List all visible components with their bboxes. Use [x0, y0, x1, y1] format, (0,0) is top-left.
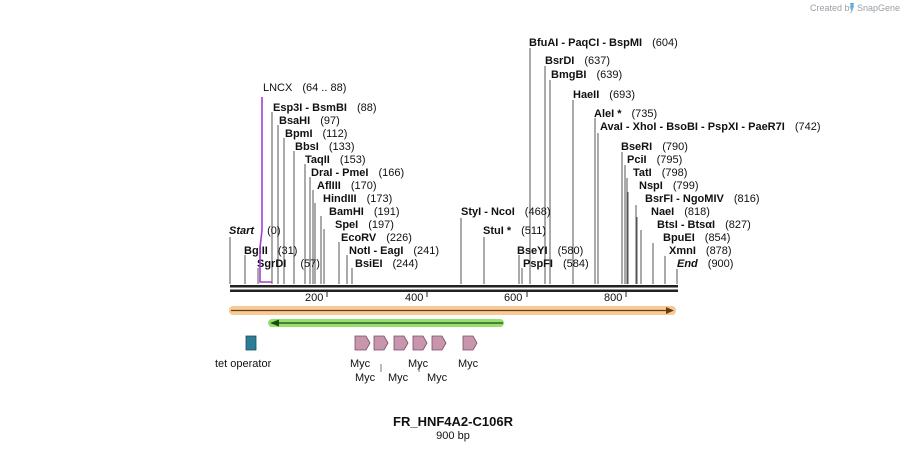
site-label[interactable]: AvaI - XhoI - BsoBI - PspXI - PaeR7I(742…: [600, 121, 821, 133]
site-label[interactable]: AflIII(170): [317, 180, 377, 192]
site-label[interactable]: HindIII(173): [323, 193, 392, 205]
site-label[interactable]: BmgBI(639): [551, 69, 622, 81]
primer-label: LNCX(64 .. 88): [263, 82, 346, 94]
end-label: End(900): [677, 258, 733, 270]
site-group-right: [529, 48, 678, 284]
myc-label: Myc: [427, 372, 448, 384]
site-label[interactable]: StuI *(511): [483, 225, 546, 237]
credit-prefix: Created by: [810, 3, 855, 13]
tet-operator-feature[interactable]: [245, 335, 257, 351]
site-label[interactable]: NspI(799): [639, 180, 699, 192]
myc-label: Myc: [458, 358, 479, 370]
site-label[interactable]: PciI(795): [627, 154, 682, 166]
site-label[interactable]: BsrFI - NgoMIV(816): [645, 193, 760, 205]
ruler-tick-label: 200: [305, 292, 323, 304]
tet-operator-label: tet operator: [215, 358, 272, 370]
myc-leader-lines: [380, 364, 420, 372]
site-label[interactable]: TaqII(153): [305, 154, 366, 166]
sequence-ruler: [230, 285, 678, 297]
site-label[interactable]: BsrDI(637): [545, 55, 610, 67]
myc-tags: [354, 335, 478, 351]
site-group-middle: [460, 218, 523, 284]
myc-label: Myc: [355, 372, 376, 384]
full-length-feature[interactable]: [229, 306, 676, 315]
site-label[interactable]: NotI - EagI(241): [349, 245, 439, 257]
credit-brand: SnapGene: [857, 3, 900, 13]
myc-arrow-icon[interactable]: [354, 335, 371, 351]
site-label[interactable]: BsaHI(97): [279, 115, 340, 127]
myc-arrow-icon[interactable]: [373, 335, 389, 351]
site-label[interactable]: EcoRV(226): [341, 232, 412, 244]
site-label[interactable]: AleI *(735): [594, 108, 657, 120]
site-label[interactable]: NaeI(818): [651, 206, 710, 218]
myc-arrow-icon[interactable]: [412, 335, 428, 351]
start-label: Start(0): [229, 225, 281, 237]
snapgene-logo-icon: [850, 3, 854, 12]
site-group-left: [229, 112, 353, 284]
myc-arrow-icon[interactable]: [462, 335, 478, 351]
site-label[interactable]: BpuEI(854): [663, 232, 730, 244]
site-label[interactable]: HaeII(693): [573, 89, 635, 101]
site-label[interactable]: BfuAI - PaqCI - BspMI(604): [529, 37, 678, 49]
site-label[interactable]: BamHI(191): [329, 206, 400, 218]
site-label[interactable]: DraI - PmeI(166): [311, 167, 404, 179]
site-label[interactable]: TatI(798): [633, 167, 687, 179]
primer-lncx[interactable]: LNCX(64 .. 88): [259, 82, 346, 283]
site-label[interactable]: StyI - NcoI(468): [461, 206, 550, 218]
ruler-tick-label: 400: [405, 292, 423, 304]
site-label[interactable]: BseYI(580): [517, 245, 583, 257]
map-title: FR_HNF4A2-C106R: [393, 414, 514, 429]
site-label[interactable]: SgrDI(57): [257, 258, 320, 270]
site-label[interactable]: SpeI(197): [335, 219, 394, 231]
myc-label: Myc: [388, 372, 409, 384]
site-label[interactable]: BseRI(790): [621, 141, 688, 153]
myc-arrow-icon[interactable]: [431, 335, 447, 351]
myc-label: Myc: [408, 358, 429, 370]
myc-label: Myc: [350, 358, 371, 370]
tet-operator-box: [245, 335, 257, 351]
ruler-tick-label: 600: [504, 292, 522, 304]
map-length: 900 bp: [436, 430, 470, 442]
site-label[interactable]: BpmI(112): [285, 128, 347, 140]
orf-arrow[interactable]: [268, 319, 504, 327]
site-label[interactable]: Esp3I - BsmBI(88): [273, 102, 377, 114]
ruler-tick-label: 800: [604, 292, 622, 304]
site-label[interactable]: BglII(31): [244, 245, 297, 257]
site-label[interactable]: XmnI(878): [669, 245, 732, 257]
myc-arrow-icon[interactable]: [393, 335, 409, 351]
site-label[interactable]: BbsI(133): [295, 141, 355, 153]
site-label[interactable]: BsiEI(244): [355, 258, 418, 270]
site-label[interactable]: PspFI(584): [523, 258, 589, 270]
site-label[interactable]: BtsI - BtsαI(827): [657, 219, 751, 231]
primer-line: [259, 97, 272, 283]
